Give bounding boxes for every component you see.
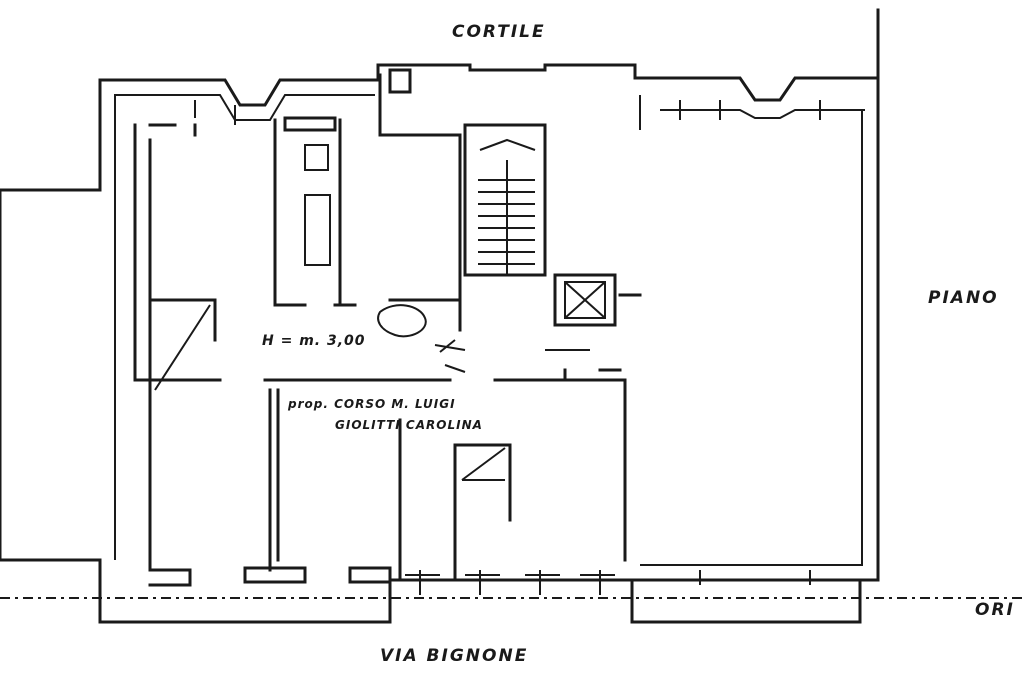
owner-label-line2: GIOLITTI CAROLINA	[335, 418, 483, 432]
courtyard-label: CORTILE	[452, 22, 546, 42]
interior-walls	[133, 68, 821, 595]
ceiling-height-label: H = m. 3,00	[262, 333, 366, 349]
ori-label: ORI	[975, 600, 1015, 620]
piano-label: PIANO	[928, 288, 999, 308]
outer-walls	[0, 8, 880, 624]
owner-label-line1: prop. CORSO M. LUIGI	[288, 397, 456, 411]
street-label: VIA BIGNONE	[380, 646, 529, 666]
